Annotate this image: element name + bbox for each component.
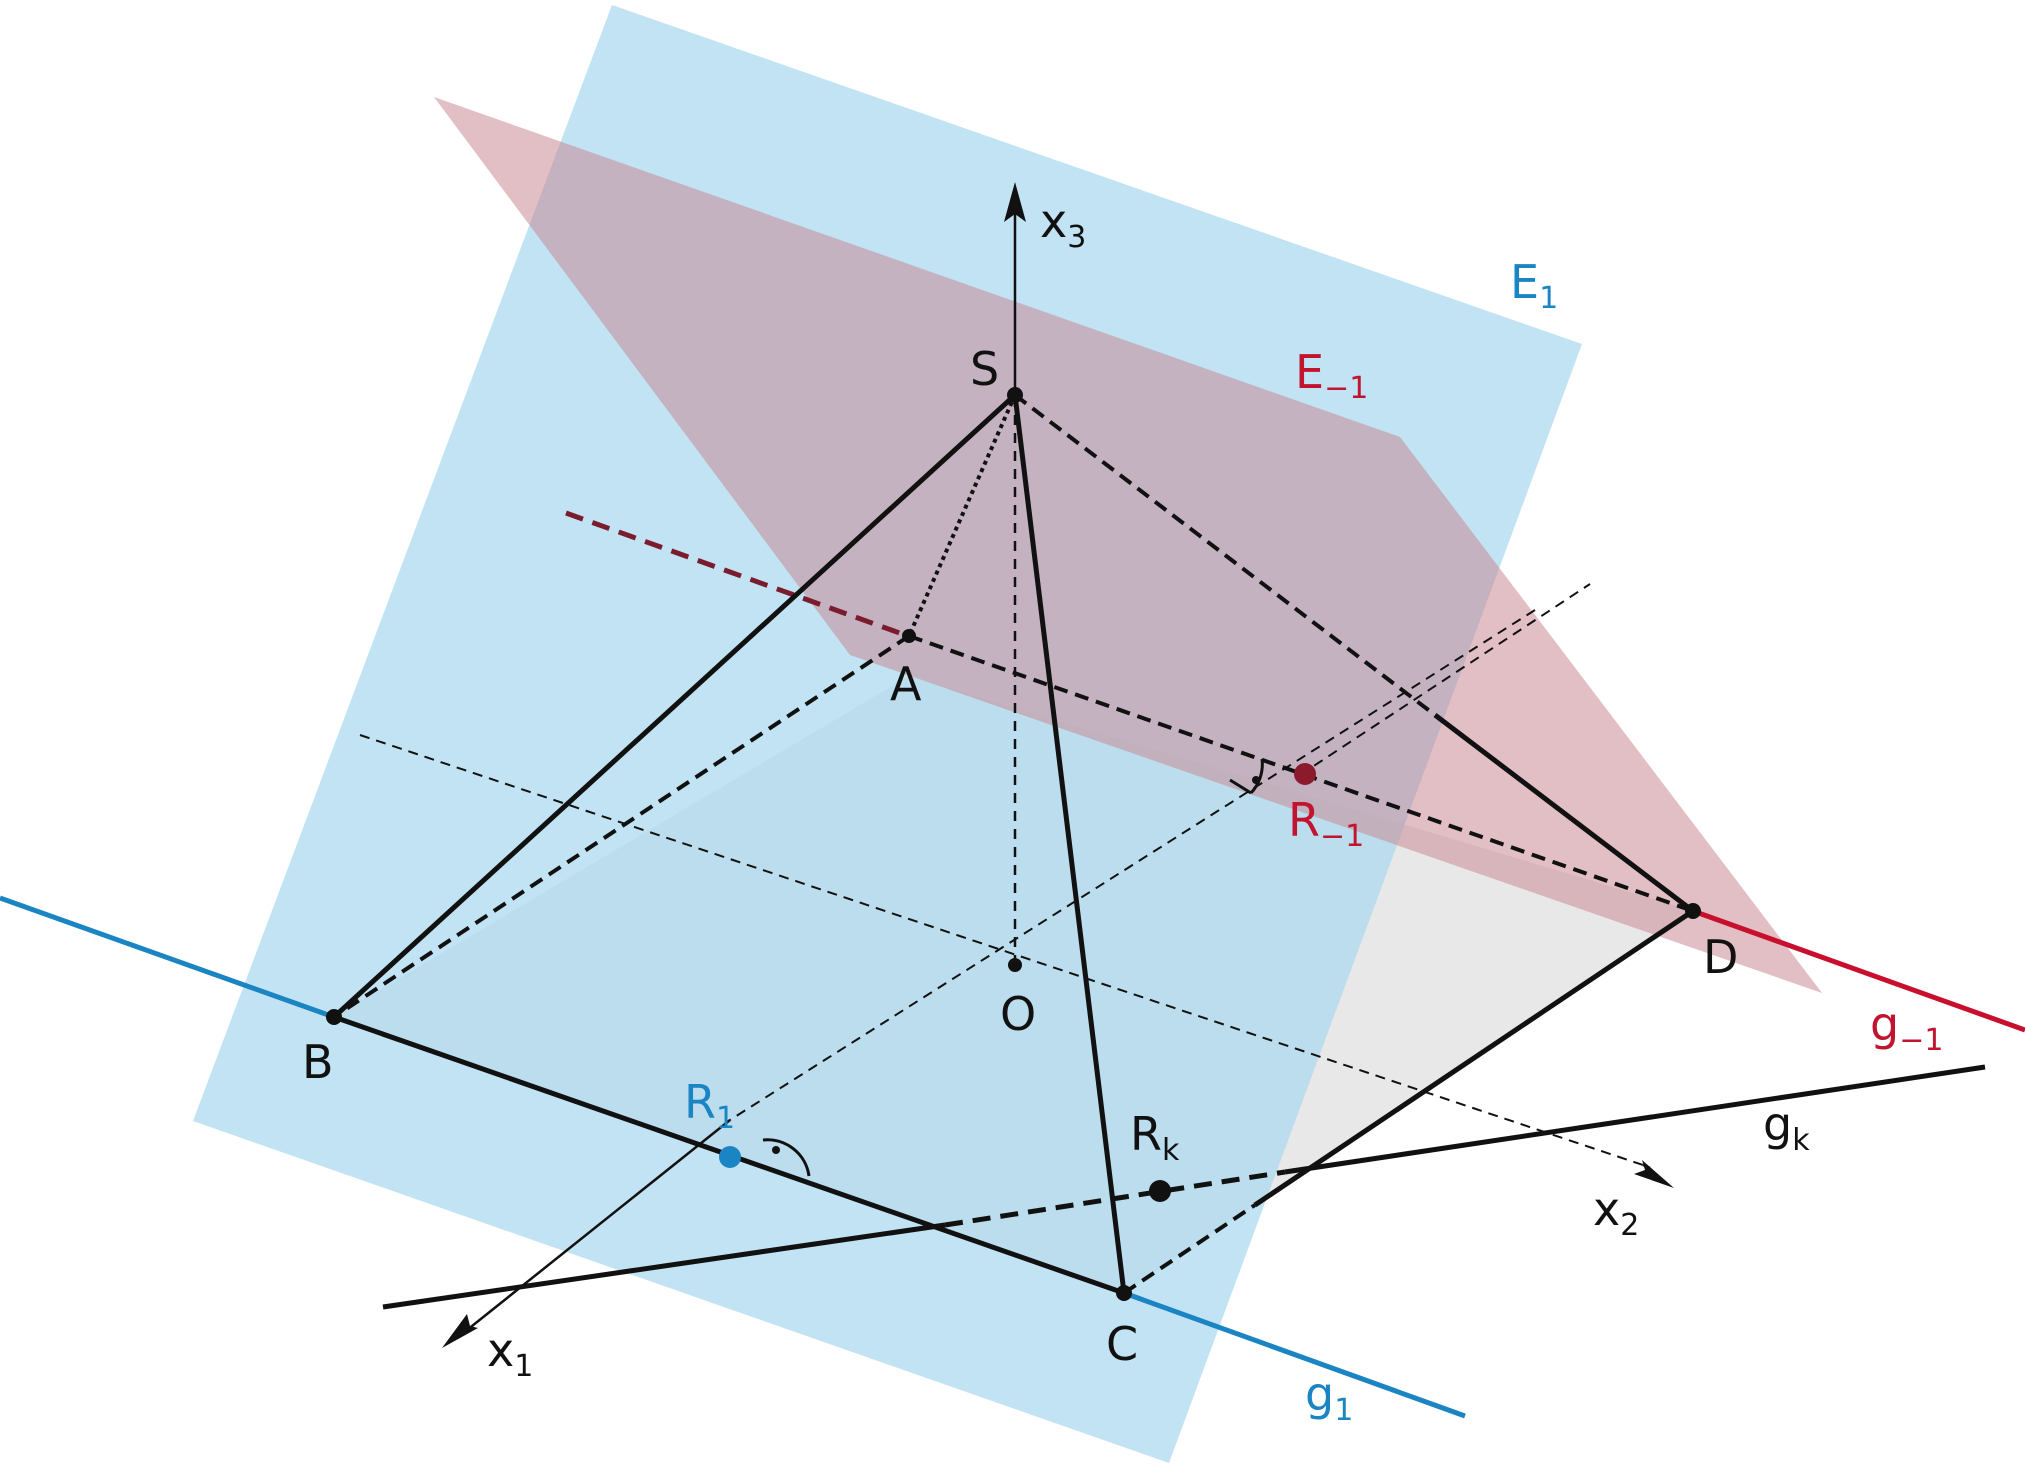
right-angle-rm1 [1249, 758, 1264, 795]
label-x3: x3 [1040, 194, 1086, 255]
line-g1-right [1123, 1290, 1466, 1419]
label-b: B [302, 1035, 334, 1089]
rm1-guide [1299, 583, 1591, 776]
point-a [902, 629, 916, 643]
edge-s-a [907, 394, 1017, 637]
label-c: C [1106, 1317, 1138, 1371]
edge-c-d [1253, 908, 1695, 1208]
point-rm1 [1294, 763, 1316, 785]
label-rk: Rk [1130, 1107, 1180, 1168]
right-angle-r1 [762, 1138, 811, 1177]
line-gk-front-right [1284, 1064, 1986, 1175]
point-c [1116, 1285, 1132, 1301]
label-r1: R1 [684, 1075, 735, 1136]
line-gk-front-left [382, 1222, 946, 1310]
label-s: S [970, 342, 999, 396]
midline-x1-direction [729, 609, 1536, 1121]
line-g-minus1 [1692, 908, 2025, 1033]
x2-axis-arrow [1634, 1160, 1674, 1188]
plane-e-minus1 [434, 97, 1822, 993]
edge-s-c [1012, 394, 1127, 1294]
label-gk: gk [1763, 1097, 1810, 1158]
point-d [1685, 903, 1701, 919]
edge-a-d [908, 634, 1694, 913]
line-g1-left [0, 895, 335, 1020]
label-d: D [1703, 930, 1738, 984]
label-o: O [1000, 987, 1036, 1041]
x3-axis-arrow [1004, 182, 1026, 222]
label-a: A [890, 657, 922, 711]
plane-e1 [193, 5, 1582, 1463]
edge-s-d [1433, 713, 1695, 913]
edge-s-d-hidden [1013, 393, 1437, 717]
pyramid-visible-edges [332, 393, 1695, 1296]
edge-a-b [332, 634, 911, 1019]
right-angle-rm1-b [1229, 778, 1252, 795]
point-s [1007, 387, 1023, 403]
label-x1: x1 [487, 1323, 533, 1384]
x1-axis [461, 1119, 731, 1335]
edge-s-b [332, 393, 1017, 1019]
line-g-minus1-hidden [565, 510, 909, 639]
label-r-minus1: R−1 [1288, 793, 1364, 854]
label-x2: x2 [1593, 1182, 1639, 1243]
point-b [326, 1009, 342, 1025]
point-rk [1149, 1180, 1171, 1202]
right-angle-rm1-dot [1252, 776, 1260, 784]
label-g1: g1 [1305, 1367, 1353, 1428]
label-e1: E1 [1510, 255, 1558, 316]
label-e-minus1: E−1 [1295, 345, 1368, 406]
pyramid-hidden-edges [332, 393, 1694, 1295]
point-o [1008, 958, 1022, 972]
x1-axis-arrow [442, 1314, 478, 1348]
edge-c-d-hidden [1122, 1203, 1257, 1295]
label-g-minus1: g−1 [1870, 997, 1943, 1058]
midline-x2-direction [359, 734, 1644, 1166]
base-midlines [359, 609, 1644, 1166]
right-angle-r1-dot [772, 1146, 780, 1154]
point-r1 [719, 1146, 741, 1168]
